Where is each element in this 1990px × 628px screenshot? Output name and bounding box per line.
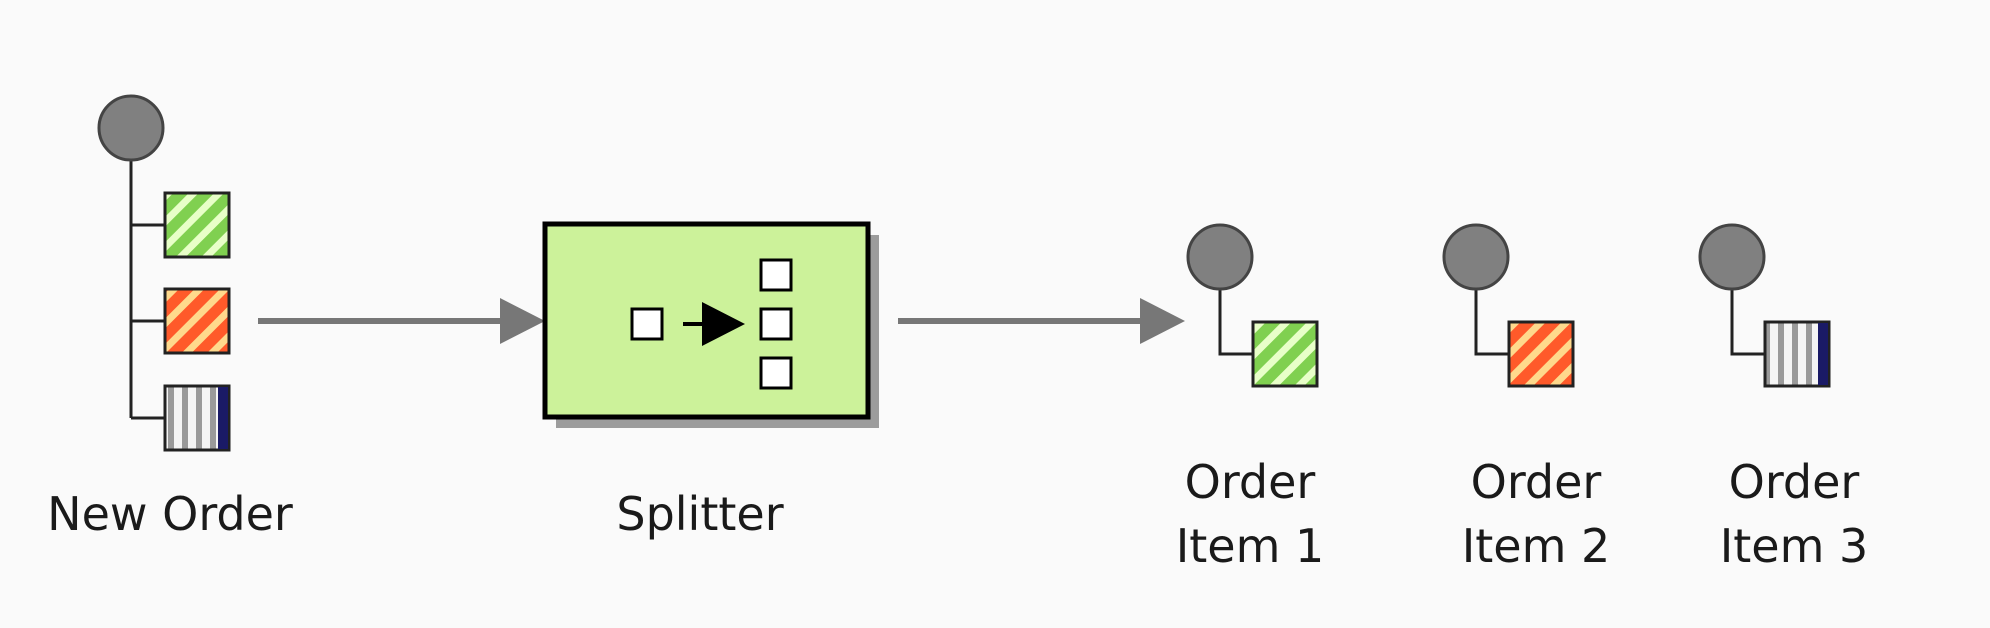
order-item-3-message-icon: [1698, 223, 1831, 388]
order-item-2-message-icon: [1442, 223, 1575, 388]
order-item-3-label-line2: Item 3: [1719, 519, 1869, 573]
vertical-striped-box-icon: [163, 384, 231, 452]
orange-hatched-box-icon: [1507, 320, 1575, 388]
order-item-1-label: Order Item 1: [1140, 450, 1360, 578]
orange-hatched-box-icon: [163, 287, 231, 355]
splitter-icon: [542, 221, 879, 428]
connector-arrow-2: [898, 298, 1185, 344]
order-item-3-label-line1: Order: [1728, 455, 1860, 509]
order-item-1-node-icon: [1186, 223, 1254, 291]
order-item-3-node-icon: [1698, 223, 1766, 291]
new-order-node-icon: [97, 94, 165, 162]
order-item-2-label-line1: Order: [1470, 455, 1602, 509]
order-item-1-label-line2: Item 1: [1175, 519, 1325, 573]
green-hatched-box-icon: [163, 191, 231, 259]
order-item-2-label: Order Item 2: [1426, 450, 1646, 578]
order-item-2-label-line2: Item 2: [1461, 519, 1611, 573]
new-order-label: New Order: [47, 487, 293, 541]
connector-arrow-1: [258, 298, 545, 344]
order-item-2-node-icon: [1442, 223, 1510, 291]
vertical-striped-box-icon: [1763, 320, 1831, 388]
new-order-message-icon: [97, 94, 231, 452]
order-item-1-label-line1: Order: [1184, 455, 1316, 509]
splitter-label: Splitter: [616, 487, 784, 541]
green-hatched-box-icon: [1251, 320, 1319, 388]
order-item-3-label: Order Item 3: [1684, 450, 1904, 578]
order-item-1-message-icon: [1186, 223, 1319, 388]
